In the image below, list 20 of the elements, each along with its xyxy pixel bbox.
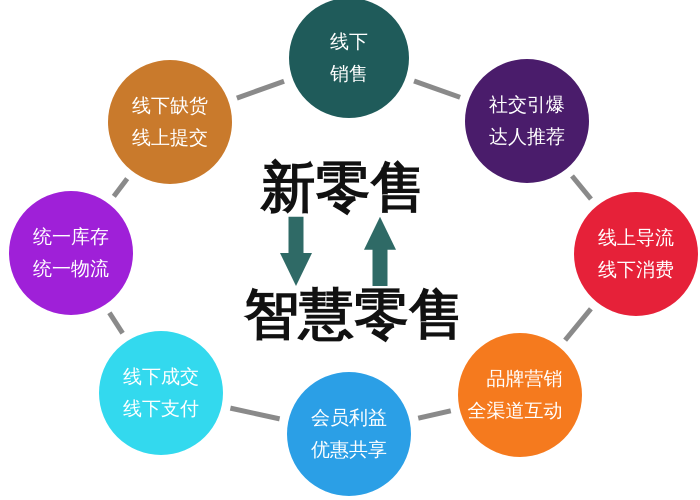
- node-label: 线下缺货线上提交: [130, 94, 209, 151]
- node-label: 线下销售: [328, 30, 369, 87]
- connector-line: [236, 78, 285, 100]
- block-arrow: [364, 216, 396, 286]
- connector-line: [112, 177, 130, 198]
- node-label: 社交引爆达人推荐: [488, 92, 566, 150]
- block-arrow: [280, 216, 312, 286]
- heading-text: 智慧零售: [244, 286, 464, 344]
- node-label: 统一库存统一物流: [32, 224, 110, 282]
- connector-line: [413, 78, 461, 100]
- connector-line: [563, 307, 593, 342]
- node-label: 线下成交线下支付: [122, 364, 200, 422]
- node-label: 线上导流线下消费: [596, 226, 675, 283]
- connector-line: [107, 311, 125, 335]
- node-label: 品牌营销全渠道互动: [466, 366, 564, 424]
- connector-line: [418, 408, 452, 421]
- node-label: 会员利益优惠共享: [310, 406, 388, 463]
- connector-line: [230, 406, 280, 422]
- heading-text: 新零售: [260, 159, 426, 217]
- connector-line: [570, 174, 593, 201]
